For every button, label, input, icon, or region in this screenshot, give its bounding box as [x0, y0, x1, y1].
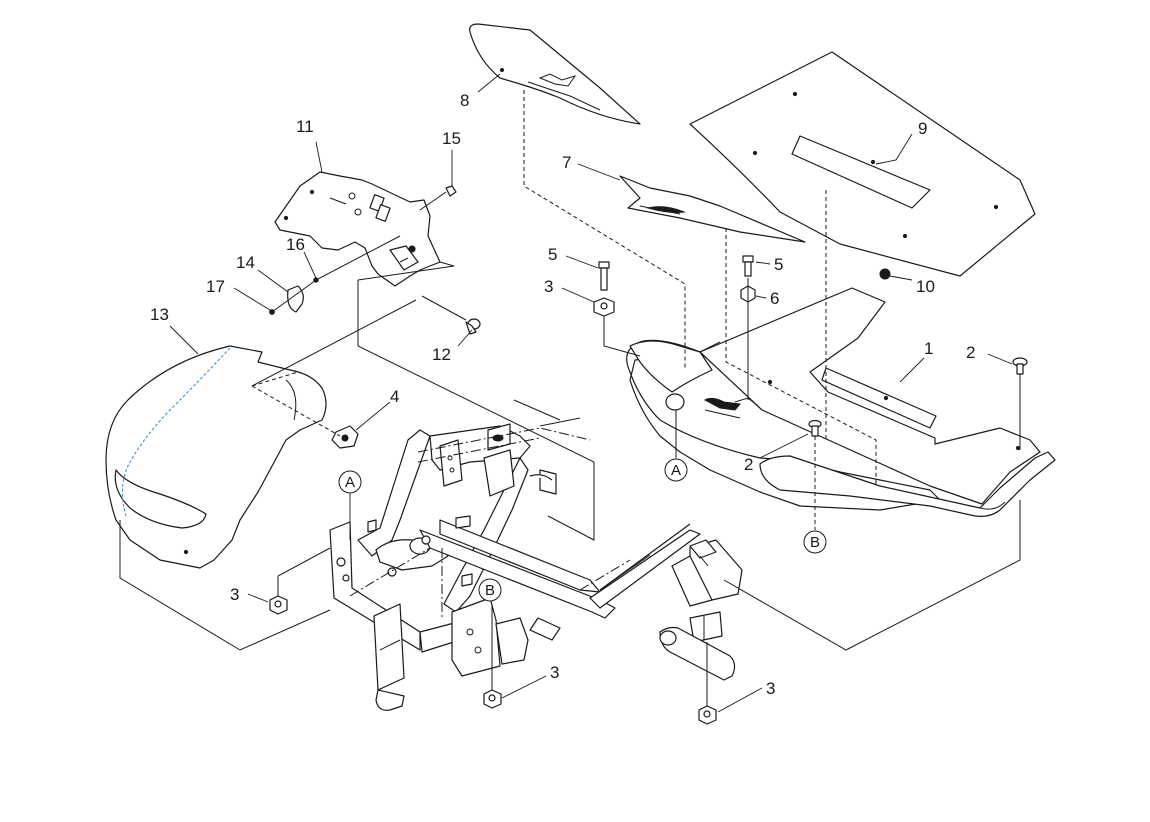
callout-leaders	[169, 73, 1013, 713]
svg-text:B: B	[485, 582, 495, 599]
part-12-bolt	[465, 318, 481, 335]
svg-text:B: B	[810, 534, 820, 551]
ref-a-fender: A	[664, 458, 688, 482]
svg-text:A: A	[671, 462, 681, 479]
part-2-bolt-right	[1012, 357, 1028, 375]
callout-6: 6	[770, 289, 779, 308]
callout-5-right: 5	[774, 255, 783, 274]
svg-text:A: A	[345, 474, 355, 491]
part-10-nut	[879, 268, 891, 280]
callout-3-right: 3	[766, 679, 775, 698]
callout-8: 8	[460, 91, 469, 110]
callout-2-right: 2	[966, 343, 975, 362]
part-3-nut-left	[269, 595, 288, 615]
callout-17: 17	[206, 277, 225, 296]
part-3-nut-top	[593, 297, 615, 317]
part-3-nut-mid	[483, 689, 502, 709]
ref-a-frame: A	[338, 470, 362, 540]
part-7-panel	[619, 175, 806, 243]
part-9-panel	[689, 51, 1036, 277]
ref-b-fender: B	[803, 530, 827, 554]
callout-10: 10	[916, 277, 935, 296]
callout-9: 9	[918, 119, 927, 138]
ref-b-frame: B	[478, 578, 502, 602]
part-5-bolt-right	[742, 255, 754, 277]
part-8-panel	[469, 23, 641, 125]
part-13-hood	[105, 345, 327, 569]
callout-7: 7	[562, 153, 571, 172]
part-11-bracket	[274, 171, 441, 287]
frame-chassis	[329, 423, 701, 711]
reference-markers: A A B B	[338, 458, 827, 602]
callout-13: 13	[150, 305, 169, 324]
callout-1: 1	[924, 339, 933, 358]
part-1-fender-assembly	[626, 287, 1056, 517]
callout-3-top: 3	[544, 277, 553, 296]
part-5-bolt-left	[598, 261, 610, 291]
callout-14: 14	[236, 253, 255, 272]
callout-16: 16	[286, 235, 305, 254]
callout-5-left: 5	[548, 245, 557, 264]
part-15-screw	[445, 185, 457, 197]
callout-11: 11	[296, 117, 314, 136]
callout-4: 4	[390, 387, 399, 406]
part-4-knob	[331, 425, 359, 449]
callout-3-mid: 3	[550, 663, 559, 682]
callout-2-mid: 2	[744, 455, 753, 474]
callout-15: 15	[442, 129, 461, 148]
right-bracket-assembly	[659, 539, 743, 681]
callout-3-left: 3	[230, 585, 239, 604]
part-3-nut-right	[698, 705, 717, 725]
part-2-bolt-mid	[808, 419, 822, 437]
callout-labels: 8 9 7 11 15 16 14 17 5 5 3 6 10 12 13 1 …	[150, 91, 975, 698]
assembly-lines	[119, 90, 1021, 706]
callout-12: 12	[432, 345, 451, 364]
